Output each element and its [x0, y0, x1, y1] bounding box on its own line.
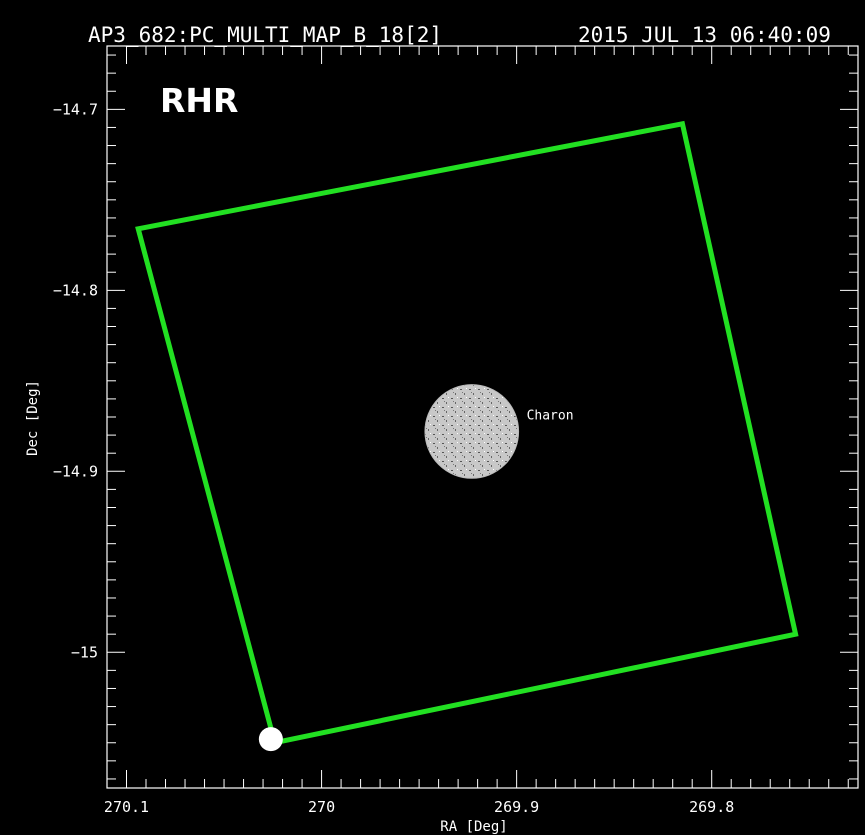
fov-footprint — [135, 120, 799, 746]
panel-label: RHR — [160, 81, 238, 120]
axis-tick-labels: 270.1 270 269.9 269.8 −14.7 −14.8 −14.9 −15 — [53, 100, 734, 816]
x-tick-label: 269.9 — [494, 798, 539, 816]
header-timestamp: 2015 JUL 13 06:40:09 — [578, 23, 831, 47]
x-axis-label: RA [Deg] — [440, 819, 507, 835]
charon-disk — [424, 384, 520, 479]
y-axis-label: Dec [Deg] — [25, 380, 41, 456]
x-tick-label: 270.1 — [104, 798, 149, 816]
y-tick-label: −14.7 — [53, 100, 98, 118]
y-tick-label: −14.8 — [53, 281, 98, 299]
charon-label: Charon — [527, 408, 574, 423]
y-tick-label: −15 — [71, 643, 98, 661]
x-tick-label: 270 — [308, 798, 335, 816]
corner-marker — [258, 727, 283, 752]
plot-frame — [106, 45, 859, 789]
axis-ticks — [106, 46, 858, 788]
y-tick-label: −14.9 — [53, 462, 98, 480]
header-title: AP3_682:PC_MULTI_MAP_B_18[2] — [88, 23, 442, 47]
x-tick-label: 269.8 — [689, 798, 734, 816]
